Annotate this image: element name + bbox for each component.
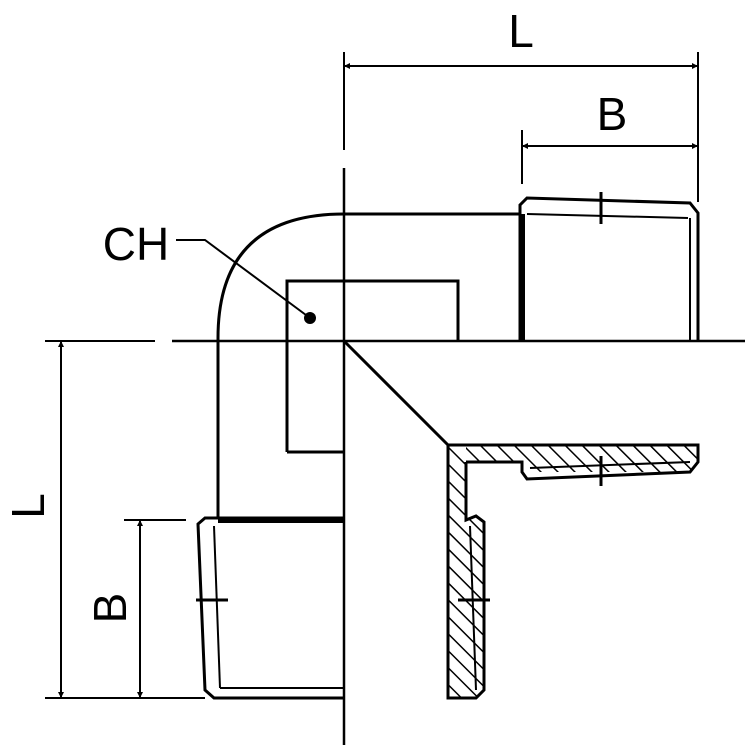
right-section-crest xyxy=(529,461,691,469)
right-thread-upper xyxy=(518,196,700,341)
inner-diagonal xyxy=(342,339,450,447)
bottom-thread-crest xyxy=(213,525,221,689)
bottom-section-crest xyxy=(469,525,477,691)
bottom-section-hatch xyxy=(448,445,484,698)
left-length-label: L xyxy=(2,493,54,519)
right-thread-crest xyxy=(526,213,689,219)
bottom-section-outline xyxy=(446,445,486,700)
hex-leader-dot xyxy=(304,312,316,324)
right-section-hatch xyxy=(448,445,698,472)
left-thread-label: B xyxy=(84,593,136,624)
right-section-outline xyxy=(448,443,700,481)
elbow-body-outline xyxy=(216,212,520,518)
hex-leader xyxy=(176,239,311,319)
top-length-label: L xyxy=(508,5,534,57)
hex-label: CH xyxy=(103,218,169,270)
hex-outline xyxy=(285,279,460,452)
top-thread-label: B xyxy=(597,88,628,140)
